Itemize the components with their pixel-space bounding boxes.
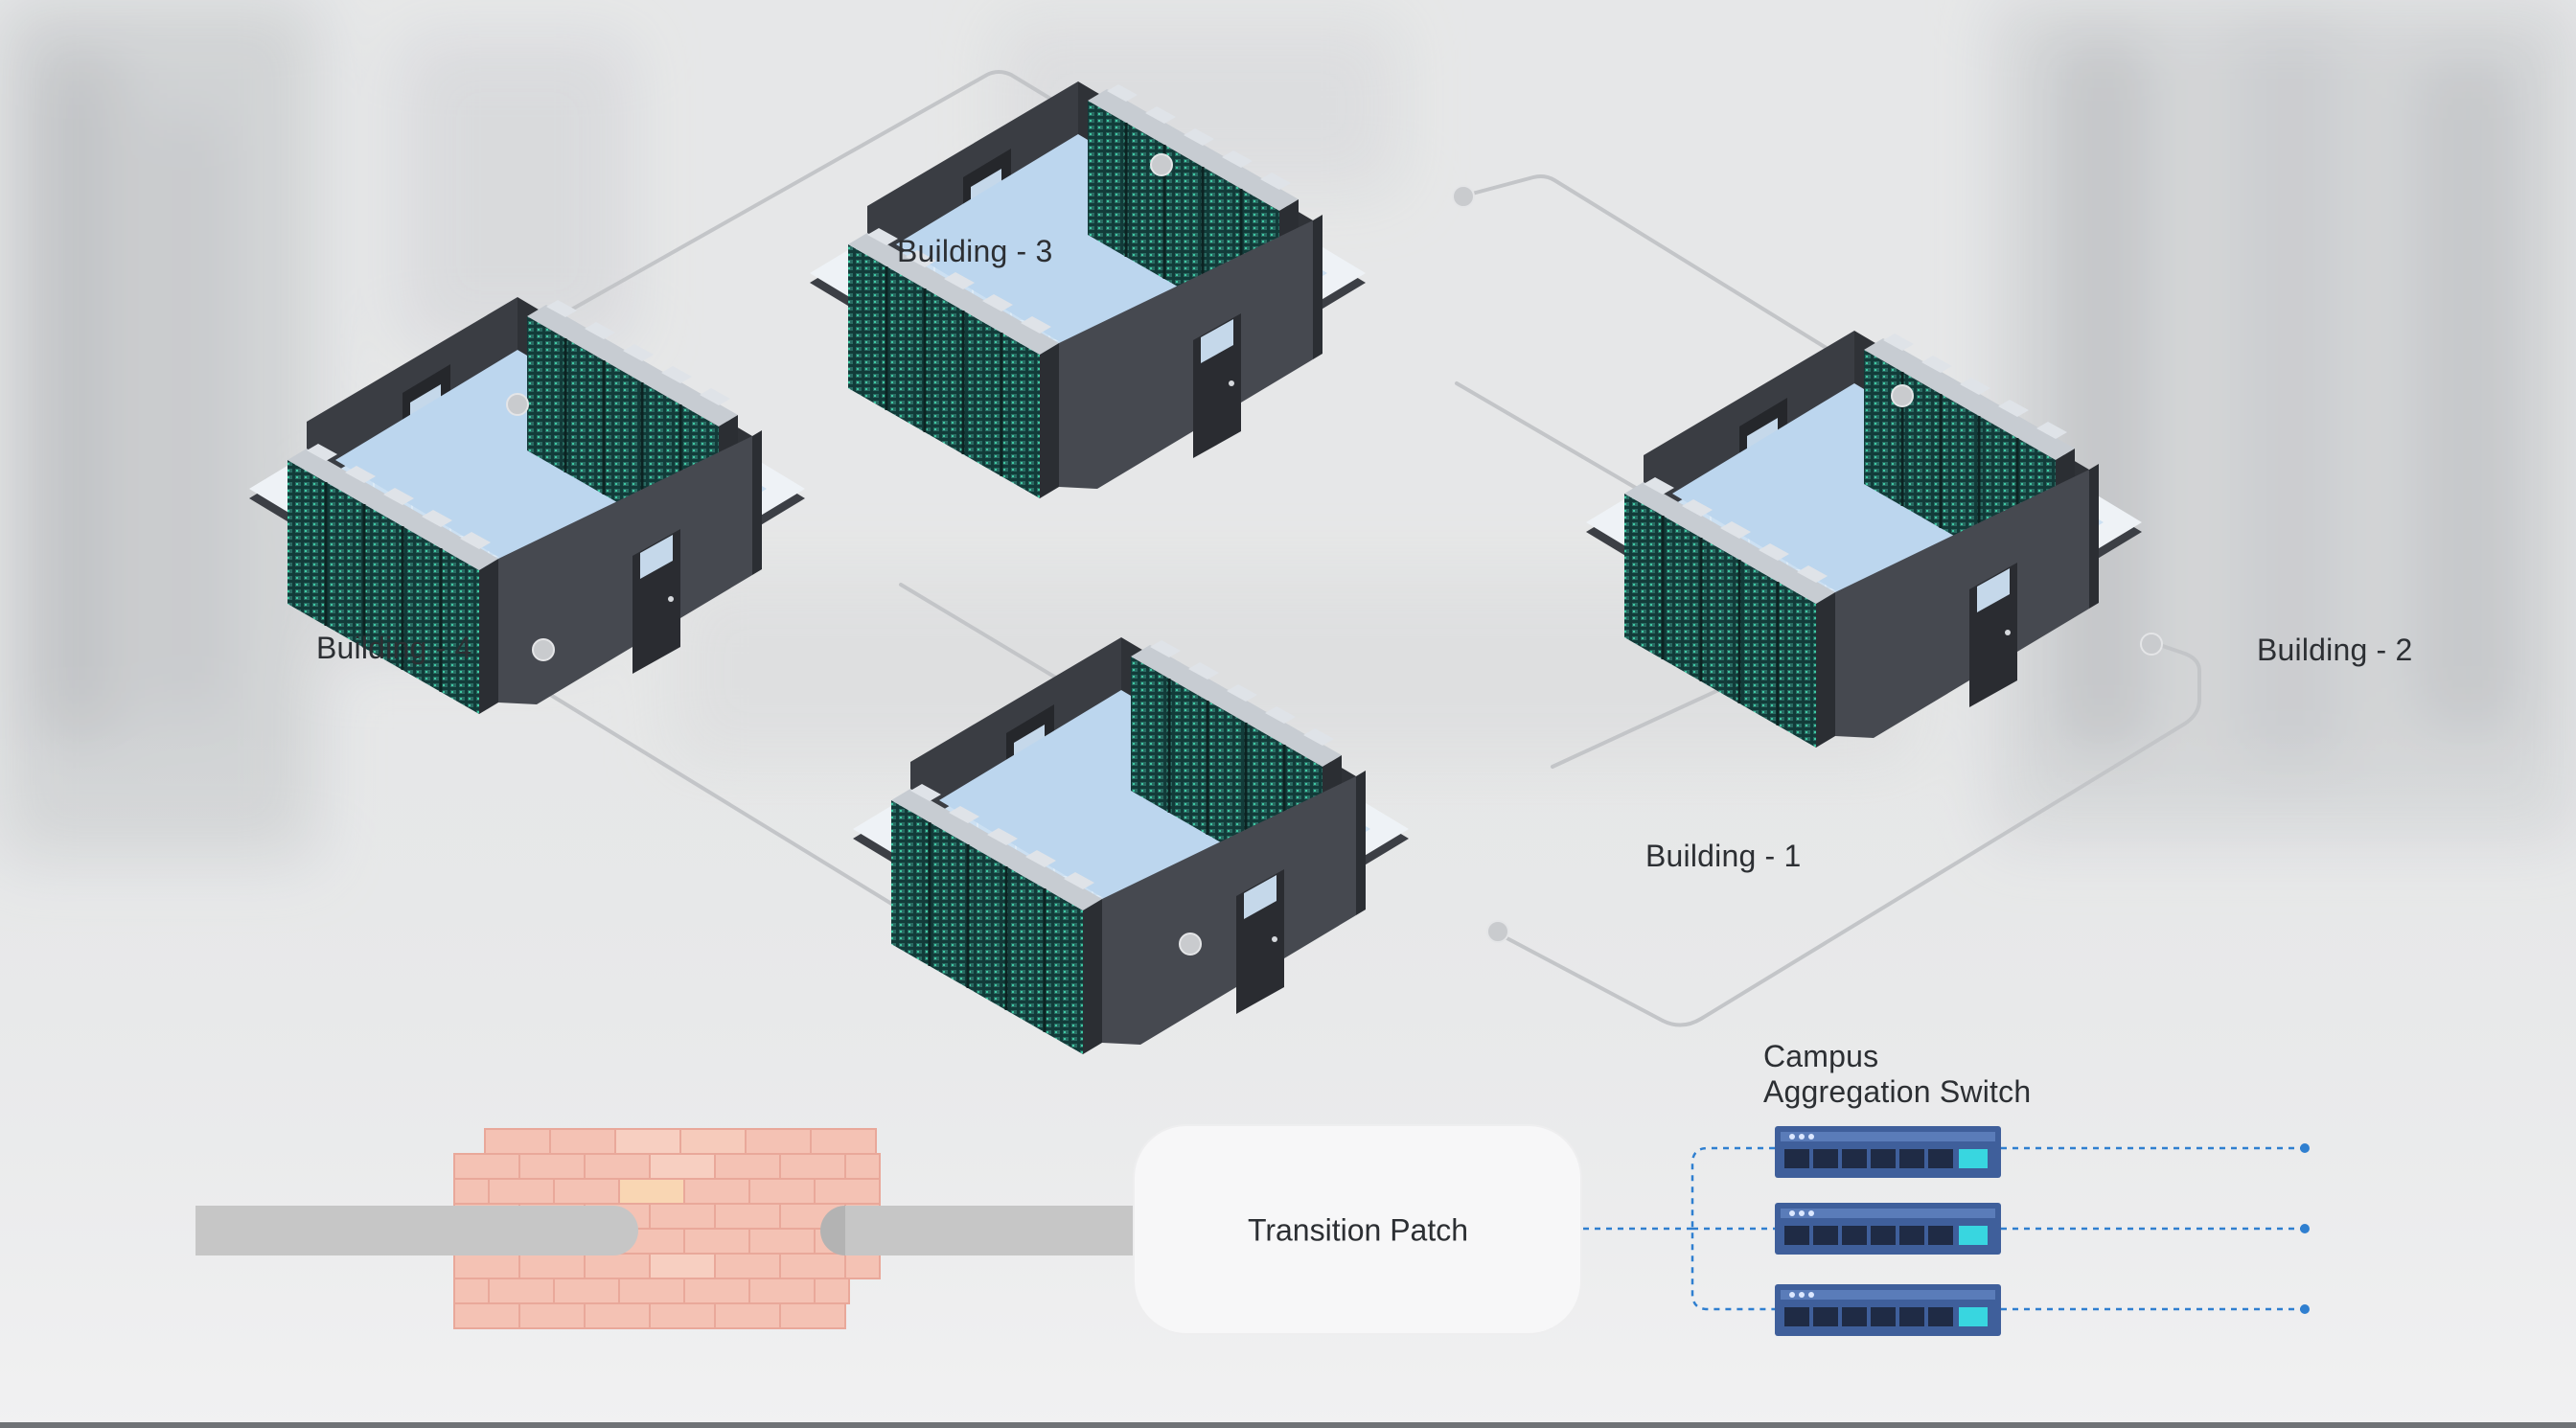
aggregation-switch-1 — [1775, 1126, 2001, 1178]
link-endpoints — [506, 153, 2163, 956]
transition-patch-box — [1133, 1124, 1582, 1335]
bottom-divider — [0, 1422, 2576, 1428]
building-3 — [808, 80, 1368, 500]
building-2-label: Building - 2 — [2257, 633, 2413, 667]
switch-links — [1583, 1146, 2304, 1311]
building-1 — [851, 635, 1411, 1056]
building-2 — [1584, 329, 2144, 749]
building-4-label: Building - 4 — [316, 631, 472, 665]
aggregation-switch-label-line2: Aggregation Switch — [1763, 1074, 2032, 1109]
transition-patch-label: Transition Patch — [1247, 1212, 1469, 1248]
aggregation-switch-2 — [1775, 1203, 2001, 1255]
conduit-cable — [196, 1206, 1133, 1255]
building-3-label: Building - 3 — [897, 234, 1053, 268]
aggregation-switch-label-line1: Campus — [1763, 1039, 1879, 1073]
aggregation-switch-3 — [1775, 1284, 2001, 1336]
building-1-label: Building - 1 — [1645, 839, 1802, 873]
